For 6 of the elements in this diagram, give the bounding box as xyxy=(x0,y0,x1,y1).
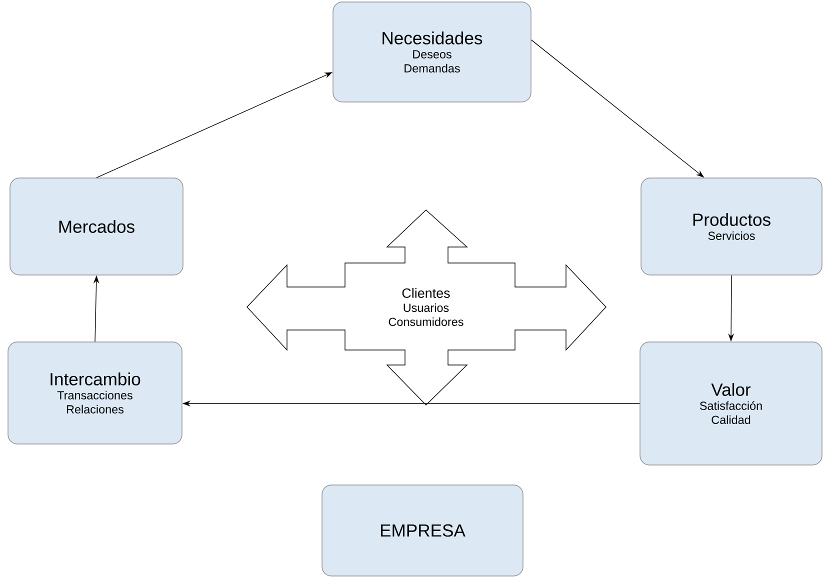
concept-box: Intercambio Transacciones Relaciones xyxy=(8,342,182,444)
concept-box: Productos Servicios xyxy=(640,178,822,276)
concept-box: EMPRESA xyxy=(322,484,524,576)
concept-box: Mercados xyxy=(10,178,184,276)
concept-box: Valor Satisfacción Calidad xyxy=(640,342,822,466)
concept-box: Necesidades Deseos Demandas xyxy=(332,2,532,102)
